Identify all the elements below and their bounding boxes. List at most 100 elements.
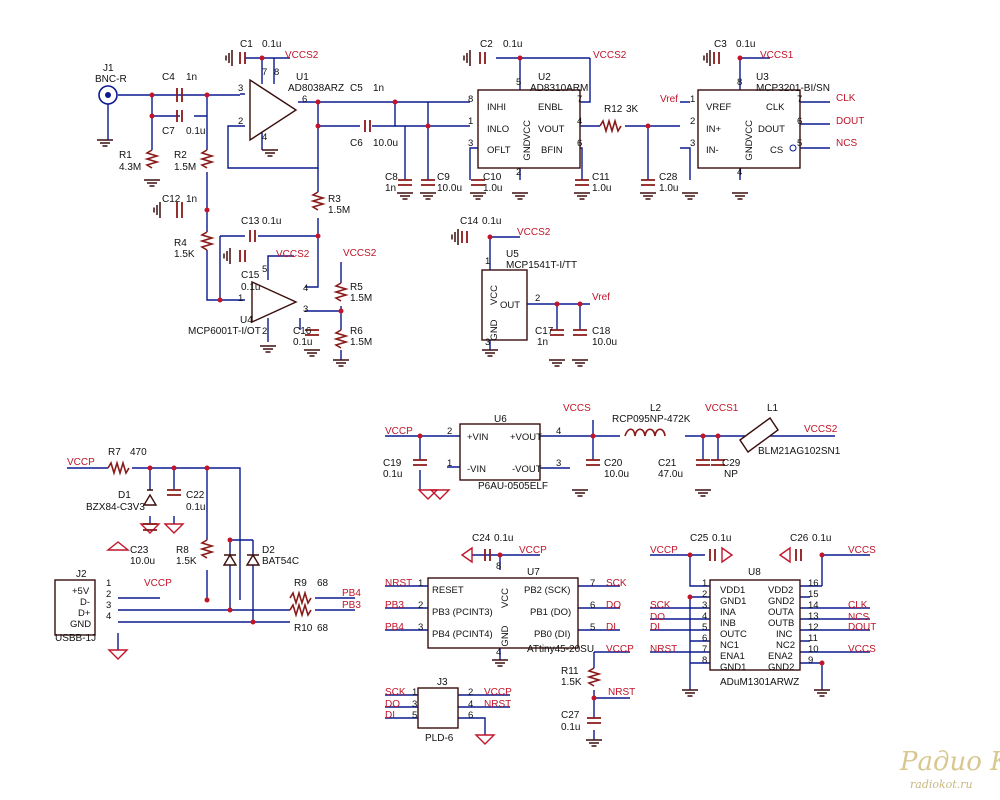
pin-number-u2-p2: 2 — [516, 167, 521, 178]
net-label-pb4-r9: PB4 — [342, 588, 361, 599]
label-r11-v: 1.5K — [561, 677, 582, 688]
net-label-vccs2-r5: VCCS2 — [343, 248, 377, 259]
label-c28: C28 — [659, 172, 678, 183]
pin-number-u6-p1: 1 — [447, 458, 452, 469]
net-label-ncs-u8: NCS — [848, 612, 869, 623]
label-c1-v: 0.1u — [262, 39, 281, 50]
chip-pin-u6-vout-m: -VOUT — [512, 464, 542, 475]
chip-pin-j2-5v: +5V — [72, 586, 90, 597]
label-c3-v: 0.1u — [736, 39, 755, 50]
pin-number-u8-p9: 9 — [808, 655, 813, 666]
net-label-vref-u5: Vref — [592, 292, 610, 303]
pin-number-j3-p4: 4 — [468, 699, 473, 710]
label-c21-v: 47.0u — [658, 469, 683, 480]
chip-pin-u2-vcc: VCC — [522, 120, 533, 140]
pin-number-u8-p10: 10 — [808, 644, 819, 655]
pin-number-u2-p1: 1 — [468, 116, 473, 127]
pin-number-u6-p3: 3 — [556, 458, 561, 469]
pin-number-j3-p2: 2 — [468, 687, 473, 698]
chip-pin-u6-vin-p: +VIN — [467, 432, 489, 443]
pin-number-u3-p6: 6 — [797, 116, 802, 127]
net-label-vccs2-u5: VCCS2 — [517, 227, 551, 238]
capacitors — [143, 52, 802, 724]
net-label-vccp-r11: VCCP — [606, 644, 634, 655]
label-d2: D2 — [262, 545, 275, 556]
label-r4: R4 — [174, 238, 187, 249]
label-c5: C5 — [350, 83, 363, 94]
label-c28-v: 1.0u — [659, 183, 678, 194]
label-d1-v: BZX84-C3V3 — [86, 502, 145, 513]
label-r5-v: 1.5M — [350, 293, 372, 304]
net-label-vccs2-l1: VCCS2 — [804, 424, 838, 435]
label-c19: C19 — [383, 458, 402, 469]
label-r2-v: 1.5M — [174, 162, 196, 173]
chip-pin-u2-inlo: INLO — [487, 124, 509, 135]
pin-number-u7-p2: 2 — [418, 600, 423, 611]
label-c8: C8 — [385, 172, 398, 183]
pin-number-j2-p2: 2 — [106, 589, 111, 600]
label-c4-v: 1n — [186, 72, 197, 83]
label-l2-v: RCP095NP-472K — [612, 414, 691, 425]
chip-pin-u3-clk: CLK — [766, 102, 785, 113]
label-c18-v: 10.0u — [592, 337, 617, 348]
net-label-pb3-u7: PB3 — [385, 600, 404, 611]
label-u8-v: ADuM1301ARWZ — [720, 677, 799, 688]
label-c29: C29 — [722, 458, 741, 469]
pin-number-u4-p1: 1 — [238, 293, 243, 304]
label-r6-v: 1.5M — [350, 337, 372, 348]
pin-number-u1-p7: 7 — [262, 67, 267, 78]
net-label-nrst-j3: NRST — [484, 699, 511, 710]
net-label-dout-u8: DOUT — [848, 622, 876, 633]
net-label-pb4-u7: PB4 — [385, 622, 404, 633]
label-u2: U2 — [538, 72, 551, 83]
label-r5: R5 — [350, 282, 363, 293]
chip-pin-u3-vref: VREF — [706, 102, 732, 113]
label-c8-v: 1n — [385, 183, 396, 194]
chip-pin-u7-pb0: PB0 (DI) — [534, 629, 570, 640]
label-c13: C13 — [241, 216, 260, 227]
pin-number-u4-p3: 3 — [303, 304, 308, 315]
chip-pin-u3-inp: IN+ — [706, 124, 722, 135]
label-c13-v: 0.1u — [262, 216, 281, 227]
wires — [67, 57, 870, 740]
label-c17-v: 1n — [537, 337, 548, 348]
label-d1: D1 — [118, 490, 131, 501]
label-c27: C27 — [561, 710, 580, 721]
label-c20: C20 — [604, 458, 623, 469]
pin-number-u7-p4: 4 — [496, 647, 501, 658]
chip-pin-u7-pb4: PB4 (PCINT4) — [432, 629, 493, 640]
net-label-di-j3: DI — [385, 710, 395, 721]
net-label-sck-u8: SCK — [650, 600, 671, 611]
pin-number-u8-p11: 11 — [808, 633, 818, 644]
chip-pin-u8-outc: OUTC — [720, 629, 747, 640]
pin-number-u7-p3: 3 — [418, 622, 423, 633]
chip-pin-u8-nc2: NC2 — [776, 640, 795, 651]
chip-pin-u2-gnd: GND — [522, 139, 533, 160]
net-label-di-u8: DI — [650, 622, 660, 633]
pin-number-u7-p5: 5 — [590, 622, 595, 633]
chip-pin-u2-bfin: BFIN — [541, 145, 563, 156]
label-c14-v: 0.1u — [482, 216, 501, 227]
pin-number-j3-p6: 6 — [468, 710, 473, 721]
label-c20-v: 10.0u — [604, 469, 629, 480]
chips — [54, 78, 801, 729]
pin-number-u8-p6: 6 — [702, 633, 707, 644]
label-l2: L2 — [650, 403, 662, 414]
label-r10-v: 68 — [317, 623, 329, 634]
pin-number-u5-p2: 2 — [535, 293, 540, 304]
net-label-vccp-j2: VCCP — [144, 578, 172, 589]
pin-number-u3-p2: 2 — [690, 116, 695, 127]
label-r12-v: 3K — [626, 104, 639, 115]
label-l1: L1 — [767, 403, 779, 414]
label-r1: R1 — [119, 150, 132, 161]
pin-number-j3-p1: 1 — [412, 687, 417, 698]
label-c17: C17 — [535, 326, 554, 337]
chip-pin-u7-pb3: PB3 (PCINT3) — [432, 607, 493, 618]
label-r8: R8 — [176, 545, 189, 556]
pin-number-u4-p4: 4 — [303, 283, 308, 294]
net-label-vccp-u7: VCCP — [519, 545, 547, 556]
label-u4-v: MCP6001T-I/OT — [188, 326, 261, 337]
net-label-sck-u7: SCK — [606, 578, 627, 589]
resistors — [107, 118, 622, 687]
